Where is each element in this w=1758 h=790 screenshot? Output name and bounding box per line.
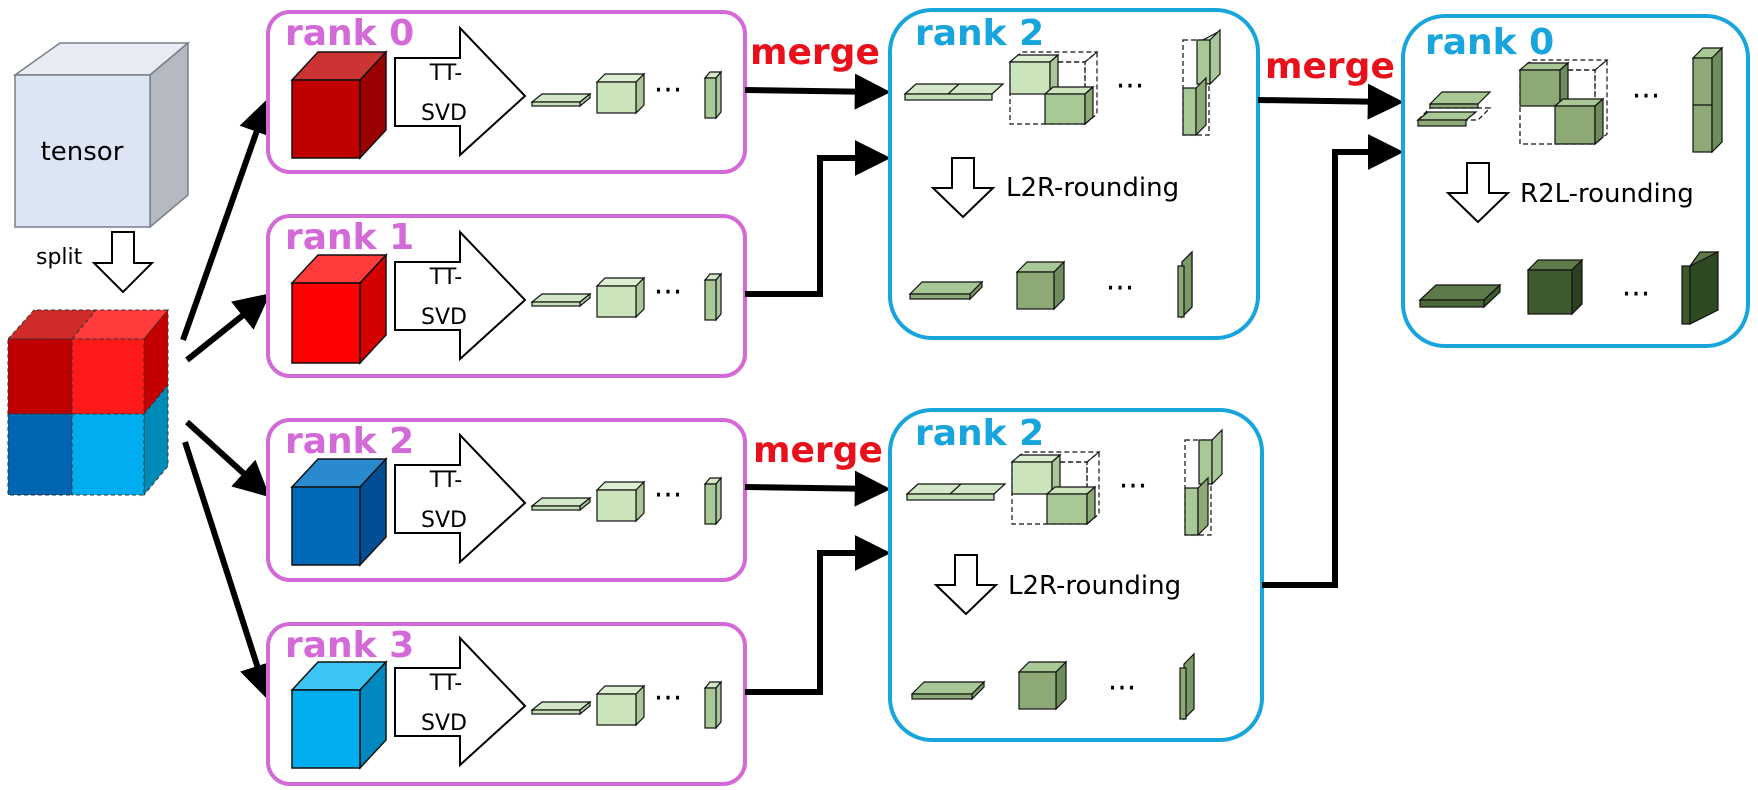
tt-cores: ··· bbox=[530, 680, 723, 730]
tt-cores: ··· bbox=[530, 70, 723, 120]
rank-box-2: rank 2 TT- SVD ··· bbox=[266, 418, 747, 582]
tensor-label: tensor bbox=[41, 137, 124, 167]
merged-dots: ··· bbox=[1632, 79, 1661, 114]
split-block bbox=[6, 308, 170, 497]
cores-dots: ··· bbox=[654, 73, 683, 108]
arrow-rank2-to-mid1 bbox=[744, 470, 891, 507]
rounded-cores: ··· bbox=[910, 652, 1195, 721]
arrow-rank3-to-mid1 bbox=[745, 535, 891, 695]
tt-svd-line1: TT- bbox=[429, 265, 462, 290]
split-label: split bbox=[36, 245, 83, 270]
cores-dots: ··· bbox=[654, 275, 683, 310]
rounding-down-arrow bbox=[1445, 162, 1511, 224]
merge-arrows-stage1 bbox=[744, 73, 891, 695]
rounding-label: L2R-rounding bbox=[1006, 173, 1179, 203]
arrow-to-rank2 bbox=[184, 419, 271, 498]
tt-svd-line2: SVD bbox=[421, 508, 467, 533]
merged-dots: ··· bbox=[1119, 469, 1148, 504]
rounded-dots: ··· bbox=[1622, 277, 1651, 312]
merged-cores: ··· bbox=[905, 428, 1223, 537]
arrow-to-rank3 bbox=[182, 441, 275, 701]
final-box: rank 0 ··· R2L-rounding bbox=[1401, 14, 1750, 348]
cores-dots: ··· bbox=[654, 478, 683, 513]
arrow-rank0-to-mid0 bbox=[744, 73, 891, 110]
rank-box-0: rank 0 TT- SVD ··· bbox=[266, 10, 747, 174]
tensor-cube: tensor bbox=[12, 41, 191, 229]
merged-dots: ··· bbox=[1116, 69, 1145, 104]
rank-box-1: rank 1 TT- SVD ··· bbox=[266, 214, 747, 378]
tt-cores: ··· bbox=[530, 476, 723, 526]
arrow-mid1-to-final bbox=[1262, 134, 1404, 588]
merge-label-3: merge bbox=[1265, 46, 1395, 87]
rounding-down-arrow bbox=[930, 157, 996, 219]
fanout-arrows bbox=[180, 97, 275, 701]
merge-arrows-stage2 bbox=[1257, 83, 1404, 588]
merge-box-top: rank 2 ··· L2R-rounding bbox=[888, 8, 1260, 340]
rounding-label: R2L-rounding bbox=[1520, 179, 1694, 209]
rounding-label: L2R-rounding bbox=[1008, 571, 1181, 601]
rank-label: rank 3 bbox=[285, 625, 414, 666]
tt-svd-line2: SVD bbox=[421, 305, 467, 330]
rank-label: rank 2 bbox=[915, 413, 1044, 454]
merge-label-2: merge bbox=[753, 430, 883, 471]
rounded-cores: ··· bbox=[1418, 251, 1720, 325]
tt-svd-line1: TT- bbox=[429, 468, 462, 493]
merge-box-bottom: rank 2 ··· L2R-rounding bbox=[888, 408, 1264, 742]
arrow-mid0-to-final bbox=[1257, 83, 1404, 120]
tt-svd-line2: SVD bbox=[421, 711, 467, 736]
rounded-cores: ··· bbox=[908, 250, 1193, 319]
rounded-dots: ··· bbox=[1108, 671, 1137, 706]
split-down-arrow bbox=[91, 231, 155, 294]
rank-label: rank 0 bbox=[285, 13, 414, 54]
rank-label: rank 0 bbox=[1425, 22, 1554, 63]
merged-cores: ··· bbox=[903, 28, 1221, 137]
merged-cores: ··· bbox=[1416, 46, 1724, 154]
rank-label: rank 2 bbox=[285, 421, 414, 462]
rank-box-3: rank 3 TT- SVD ··· bbox=[266, 622, 747, 786]
tt-svd-line1: TT- bbox=[429, 61, 462, 86]
rank-label: rank 1 bbox=[285, 217, 414, 258]
tt-svd-line2: SVD bbox=[421, 101, 467, 126]
rank-label: rank 2 bbox=[915, 13, 1044, 54]
arrow-rank1-to-mid0 bbox=[745, 140, 891, 297]
merge-label-1: merge bbox=[750, 32, 880, 73]
cores-dots: ··· bbox=[654, 681, 683, 716]
tt-cores: ··· bbox=[530, 272, 723, 322]
tt-svd-line1: TT- bbox=[429, 671, 462, 696]
arrow-to-rank1 bbox=[185, 293, 271, 363]
rounded-dots: ··· bbox=[1106, 271, 1135, 306]
rounding-down-arrow bbox=[933, 554, 999, 616]
arrow-to-rank0 bbox=[180, 97, 274, 341]
